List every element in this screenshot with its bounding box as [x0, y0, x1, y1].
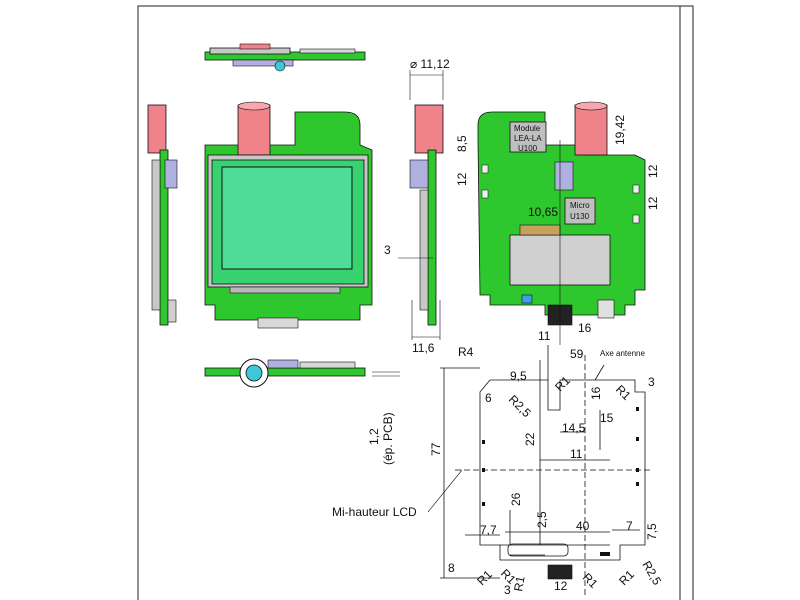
top-dim-11: 11 [538, 329, 551, 343]
top-dim-12-b: 12 [646, 164, 660, 178]
bottom-edge-view [204, 358, 400, 388]
dim-11: 11 [570, 447, 583, 461]
module-label-3: U100 [518, 144, 538, 153]
dim-16: 16 [589, 386, 603, 400]
micro-label-1: Micro [570, 201, 590, 210]
top-dim-12-c: 12 [646, 196, 660, 210]
dim-12: 12 [554, 579, 568, 593]
right-side-view [398, 70, 444, 340]
top-dim-19-42: 19,42 [613, 115, 627, 145]
drawing-frame [137, 5, 694, 600]
dim-59: 59 [570, 347, 584, 361]
dim-3-bottom: 3 [504, 583, 511, 597]
dim-R4: R4 [458, 345, 474, 359]
top-dim-12-a: 12 [455, 172, 469, 186]
antenna-axis-label: Axe antenne [600, 349, 645, 358]
dim-7: 7 [626, 519, 633, 533]
dim-3-top: 3 [648, 375, 655, 389]
left-side-view [147, 104, 178, 326]
dim-R1-b: R1 [613, 382, 634, 403]
lcd-mid-height-label: Mi-hauteur LCD [332, 505, 417, 519]
offset-3-dim: 3 [384, 243, 391, 257]
dim-14-5: 14,5 [562, 421, 586, 435]
dim-R1-a: R1 [552, 373, 573, 394]
dim-R1-f: R1 [580, 570, 601, 591]
top-edge-view [204, 43, 366, 72]
back-view-board [477, 101, 646, 345]
outline-slot [507, 543, 569, 557]
top-dim-16: 16 [578, 321, 592, 335]
top-dim-10-65: 10,65 [528, 205, 558, 219]
dim-22: 22 [523, 432, 537, 446]
dim-R1-g: R1 [616, 567, 637, 588]
outline-pads [482, 407, 639, 556]
dim-15: 15 [600, 411, 614, 425]
outline-connector [547, 564, 573, 580]
dim-2-5: 2,5 [535, 511, 549, 528]
module-label-1: Module [514, 124, 541, 133]
outline-drawing [440, 345, 650, 595]
lcd-leader-line [427, 469, 463, 513]
dim-7-5: 7,5 [645, 523, 659, 540]
dim-26: 26 [509, 492, 523, 506]
dim-7-7: 7,7 [480, 523, 497, 537]
dim-R2-5-a: R2,5 [506, 392, 534, 420]
top-dim-8-5: 8,5 [455, 135, 469, 152]
diameter-dim: ⌀ 11,12 [410, 57, 450, 71]
pcb-thickness-label-2: (ép. PCB) [381, 412, 395, 465]
dim-R1-e: R1 [511, 575, 528, 593]
front-view [204, 101, 373, 329]
module-label-2: LEA-LA [514, 134, 542, 143]
micro-label-2: U130 [570, 212, 590, 221]
dim-8: 8 [448, 561, 455, 575]
dim-6: 6 [485, 391, 492, 405]
dim-R1-c: R1 [474, 567, 495, 588]
dim-9-5: 9,5 [510, 369, 527, 383]
dim-77: 77 [429, 442, 443, 456]
total-thickness-dim: 11,6 [412, 341, 435, 355]
dim-R2-5-b: R2,5 [639, 559, 664, 588]
pcb-thickness-label-1: 1,2 [367, 428, 381, 445]
dim-40: 40 [576, 519, 590, 533]
